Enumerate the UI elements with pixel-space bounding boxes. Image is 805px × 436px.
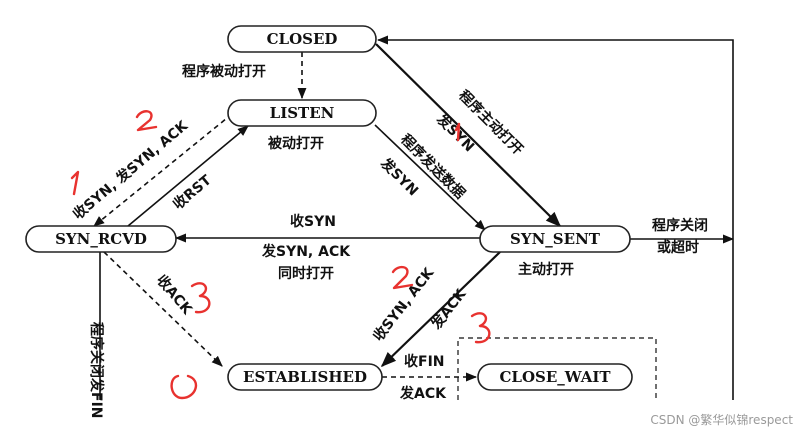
- handwritten-circle: [170, 374, 198, 400]
- state-listen: LISTEN: [227, 99, 377, 127]
- label-recv-rst: 收RST: [170, 171, 215, 213]
- label-send-syn-1: 发SYN: [432, 110, 477, 155]
- state-syn-sent-label: SYN_SENT: [510, 230, 601, 248]
- label-recv-fin: 收FIN: [404, 353, 445, 370]
- state-close-wait: CLOSE_WAIT: [477, 363, 633, 391]
- syn-rcvd-to-listen-arrow: [127, 125, 249, 227]
- state-syn-rcvd-label: SYN_RCVD: [55, 230, 147, 248]
- label-or-timeout: 或超时: [657, 239, 699, 256]
- label-app-close: 程序关闭: [652, 217, 708, 234]
- label-recv-syn-ack: 收SYN, ACK: [370, 264, 438, 345]
- listen-to-syn-sent-arrow: [374, 124, 486, 231]
- label-app-close-send-fin: 程序关闭发FIN: [88, 322, 105, 419]
- listen-to-syn-rcvd-arrow: [93, 113, 233, 227]
- label-recv-syn: 收SYN: [290, 213, 336, 230]
- state-syn-sent: SYN_SENT: [479, 225, 631, 253]
- state-listen-label: LISTEN: [270, 104, 335, 122]
- label-passive-open-2: 被动打开: [268, 135, 324, 152]
- handwritten-2-top: [135, 110, 158, 132]
- handwritten-3-right: [470, 312, 491, 344]
- label-send-syn-ack: 发SYN, ACK: [261, 243, 351, 260]
- label-active-open: 主动打开: [518, 261, 574, 278]
- closed-to-syn-sent-arrow: [375, 43, 562, 228]
- label-send-ack: 发ACK: [427, 285, 470, 333]
- label-send-ack-partial: 发ACK: [399, 385, 447, 402]
- handwritten-1-mid: [454, 122, 461, 142]
- label-passive-open-1: 程序被动打开: [182, 63, 266, 80]
- close-wait-dashed-box: [457, 337, 657, 400]
- state-close-wait-label: CLOSE_WAIT: [499, 368, 611, 386]
- syn-sent-to-established-arrow: [380, 251, 501, 368]
- label-recv-syn-send-syn-ack: 收SYN, 发SYN, ACK: [70, 117, 192, 223]
- state-syn-rcvd: SYN_RCVD: [25, 225, 177, 253]
- state-established: ESTABLISHED: [227, 363, 383, 391]
- handwritten-1: [70, 170, 80, 196]
- right-return-line: [376, 35, 734, 400]
- syn-rcvd-to-established-arrow: [103, 251, 223, 367]
- state-closed-label: CLOSED: [267, 30, 338, 48]
- handwritten-3-left: [190, 282, 211, 314]
- label-send-syn-2: 发SYN: [376, 154, 421, 199]
- state-closed: CLOSED: [227, 25, 377, 53]
- state-established-label: ESTABLISHED: [243, 368, 367, 386]
- handwritten-2-right: [391, 265, 414, 290]
- csdn-watermark: CSDN @繁华似锦respect: [650, 413, 793, 427]
- label-recv-ack: 收ACK: [153, 272, 196, 319]
- label-simultaneous-open: 同时打开: [278, 265, 334, 282]
